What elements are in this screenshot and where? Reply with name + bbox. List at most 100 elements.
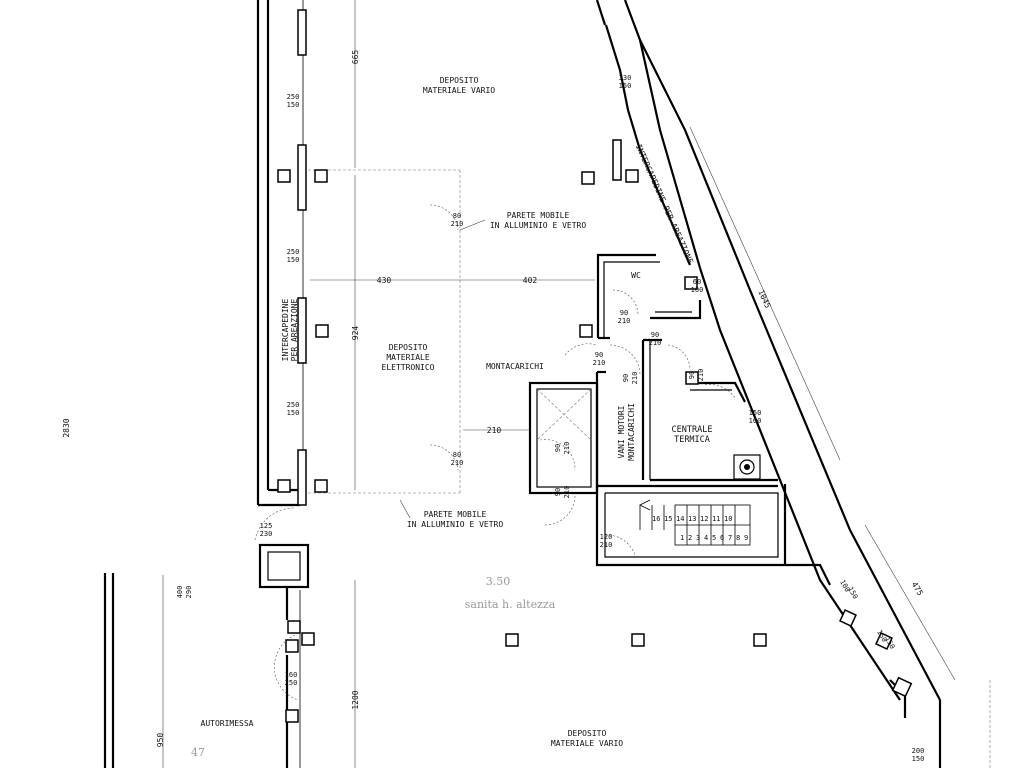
- opening-c-top: 250: [287, 401, 300, 409]
- opening-m: 90: [554, 488, 562, 496]
- pillar: [505, 633, 519, 647]
- step-14: 14: [676, 515, 684, 523]
- door-swing: [667, 344, 691, 371]
- parete-mobile-bottom-l1: PARETE MOBILE: [424, 510, 487, 519]
- door-swing: [544, 494, 576, 526]
- opening-t-b: 150: [846, 586, 859, 601]
- stair-numbers: 16 15 14 13 12 11 10 1 2 3 4 5 6 7 8 9: [652, 515, 748, 542]
- dim-2830: 2830: [62, 418, 71, 437]
- step-12: 12: [700, 515, 708, 523]
- shaft-diagonal-2: [536, 388, 592, 441]
- opening-r: 400: [176, 586, 184, 599]
- pencil-note-3: 47: [191, 746, 205, 759]
- dim-475: 475: [910, 580, 925, 597]
- step-2: 2: [688, 534, 692, 542]
- boiler-icon: [739, 459, 755, 475]
- pillar: [631, 633, 645, 647]
- wall-montacarichi-outer: [528, 381, 599, 495]
- wall-entry-block: [258, 543, 310, 589]
- boiler-icon-center: [744, 464, 750, 470]
- pillar: [685, 371, 699, 385]
- wall-stair-right: [785, 563, 831, 586]
- step-3: 3: [696, 534, 700, 542]
- pillar: [277, 479, 291, 493]
- door-swing: [609, 344, 641, 376]
- movable-partitions: [303, 169, 595, 519]
- dim-402: 402: [523, 276, 538, 285]
- opening-g-top: 60: [693, 278, 701, 286]
- dim-665: 665: [351, 50, 360, 65]
- wall-pier: [297, 9, 307, 56]
- room-centrale-l2: TERMICA: [674, 435, 710, 445]
- room-autorimessa: AUTORIMESSA: [201, 719, 254, 728]
- door-swings: [254, 204, 736, 701]
- step-11: 11: [712, 515, 720, 523]
- door-swing: [429, 204, 459, 231]
- opening-n: 90: [688, 371, 696, 379]
- wall-stair-inner: [604, 492, 779, 558]
- dim-line-1045: [689, 126, 841, 461]
- step-4: 4: [704, 534, 708, 542]
- pillar: [579, 324, 593, 338]
- dim-924: 924: [351, 326, 360, 341]
- walls: [103, 0, 991, 768]
- door-swing: [539, 439, 576, 471]
- wall-pier: [297, 449, 307, 506]
- boiler-box: [733, 454, 761, 480]
- wall-top-diag-a: [595, 0, 607, 26]
- opening-s-top: 160: [285, 671, 298, 679]
- door-swing: [429, 444, 459, 471]
- leader-parete-bottom: [399, 499, 411, 519]
- wall-pier: [612, 139, 622, 181]
- step-6: 6: [720, 534, 724, 542]
- pillar: [684, 276, 698, 290]
- wall-entry-block-inner: [267, 551, 301, 581]
- parete-mobile-bottom-l2: IN ALLUMINIO E VETRO: [407, 520, 504, 529]
- opening-c-bottom: 150: [287, 409, 300, 417]
- opening-i-bottom: 210: [649, 339, 662, 347]
- room-montacarichi: MONTACARICHI: [486, 362, 544, 371]
- opening-l: 90: [554, 444, 562, 452]
- label-intercapedine-left-l2: PER AREAZIONE: [290, 299, 299, 362]
- opening-q-top: 125: [260, 522, 273, 530]
- stair-treads: [639, 499, 751, 546]
- step-8: 8: [736, 534, 740, 542]
- room-deposito-bottom-l2: MATERIALE VARIO: [551, 739, 623, 748]
- opening-v-top: 200: [912, 747, 925, 755]
- pillar: [625, 169, 639, 183]
- wall-pier: [297, 144, 307, 211]
- opening-e-bottom: 210: [451, 220, 464, 228]
- opening-m-b: 210: [563, 486, 571, 499]
- opening-r-b: 290: [185, 586, 193, 599]
- opening-h-bottom: 210: [618, 317, 631, 325]
- dim-210: 210: [487, 426, 502, 435]
- step-16: 16: [652, 515, 660, 523]
- step-10: 10: [724, 515, 732, 523]
- stair-arrow: [639, 499, 651, 511]
- pillar: [277, 169, 291, 183]
- pillar: [285, 709, 299, 723]
- dim-430: 430: [377, 276, 392, 285]
- wall-montacarichi-inner: [536, 388, 592, 488]
- pillar: [839, 609, 857, 627]
- opening-b-bottom: 150: [287, 256, 300, 264]
- room-elettronico-l1: DEPOSITO: [389, 343, 428, 352]
- opening-p-bottom: 210: [600, 541, 613, 549]
- room-vani-l1: VANI MOTORI: [617, 405, 626, 458]
- dimension-lines: [162, 0, 356, 768]
- opening-s-bottom: 250: [285, 679, 298, 687]
- opening-f-bottom: 210: [451, 459, 464, 467]
- wall-wc-left-inner: [603, 261, 660, 338]
- room-deposito-top-l1: DEPOSITO: [440, 76, 479, 85]
- label-intercapedine-left-l1: INTERCAPEDINE: [281, 299, 290, 362]
- room-elettronico-l3: ELETTRONICO: [382, 363, 435, 372]
- pillar: [581, 171, 595, 185]
- door-swing: [254, 507, 296, 541]
- wall-right-diag-outer: [639, 39, 941, 701]
- room-deposito-top-l2: MATERIALE VARIO: [423, 86, 495, 95]
- opening-g-bottom: 100: [691, 286, 704, 294]
- opening-o-bottom: 100: [749, 417, 762, 425]
- opening-i-top: 90: [651, 331, 659, 339]
- step-9: 9: [744, 534, 748, 542]
